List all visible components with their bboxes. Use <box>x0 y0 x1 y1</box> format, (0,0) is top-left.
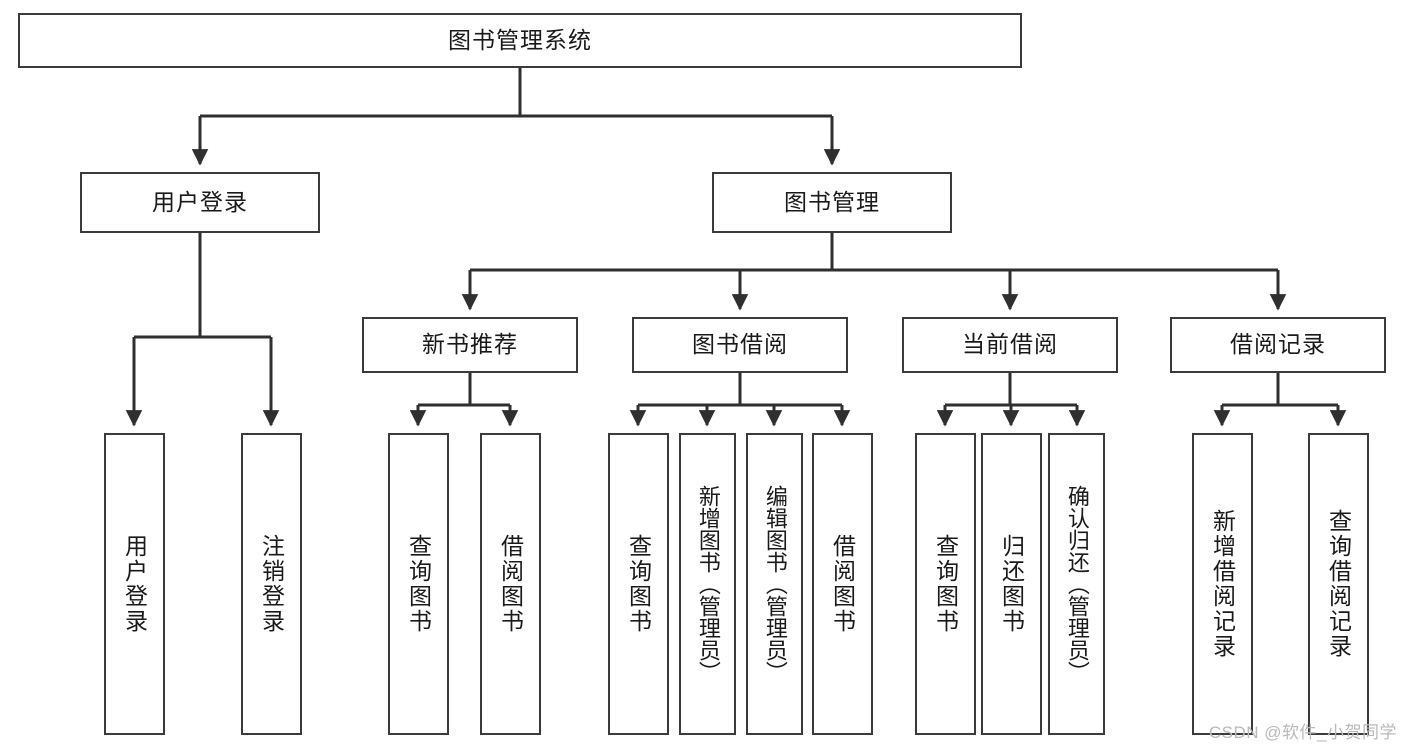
leaf-query-borrow-record-label: 查询借阅记录 <box>1325 509 1352 659</box>
leaf-query-book-recommend-label: 查询图书 <box>405 534 432 634</box>
leaf-query-book-borrow[interactable]: 查询图书 <box>608 433 669 735</box>
leaf-logout[interactable]: 注销登录 <box>241 433 302 735</box>
node-borrow-record-label: 借阅记录 <box>1230 331 1326 358</box>
leaf-edit-book-admin-label: 编辑图书（管理员） <box>762 485 788 683</box>
leaf-borrow-book-recommend-label: 借阅图书 <box>497 534 524 634</box>
leaf-return-book-label: 归还图书 <box>998 534 1025 634</box>
leaf-add-borrow-record-label: 新增借阅记录 <box>1209 509 1236 659</box>
node-current-borrow-label: 当前借阅 <box>962 331 1058 358</box>
leaf-query-book-current[interactable]: 查询图书 <box>915 433 976 735</box>
node-user-login[interactable]: 用户登录 <box>80 172 320 233</box>
watermark: CSDN @软件_小贺同学 <box>1208 723 1397 742</box>
leaf-query-book-recommend[interactable]: 查询图书 <box>388 433 449 735</box>
leaf-confirm-return-admin[interactable]: 确认归还（管理员） <box>1048 433 1105 735</box>
node-new-book-recommend[interactable]: 新书推荐 <box>362 317 578 373</box>
leaf-logout-label: 注销登录 <box>258 534 285 634</box>
leaf-query-book-current-label: 查询图书 <box>932 534 959 634</box>
leaf-borrow-book-label: 借阅图书 <box>829 534 856 634</box>
leaf-add-book-admin[interactable]: 新增图书（管理员） <box>679 433 736 735</box>
leaf-borrow-book[interactable]: 借阅图书 <box>812 433 873 735</box>
leaf-return-book[interactable]: 归还图书 <box>981 433 1042 735</box>
leaf-query-book-borrow-label: 查询图书 <box>625 534 652 634</box>
node-book-borrow-label: 图书借阅 <box>692 331 788 358</box>
node-book-management-label: 图书管理 <box>784 188 880 215</box>
node-user-login-label: 用户登录 <box>152 188 248 215</box>
leaf-add-book-admin-label: 新增图书（管理员） <box>695 485 721 683</box>
node-root-label: 图书管理系统 <box>448 26 592 53</box>
leaf-user-login[interactable]: 用户登录 <box>104 433 165 735</box>
node-current-borrow[interactable]: 当前借阅 <box>902 317 1118 373</box>
leaf-edit-book-admin[interactable]: 编辑图书（管理员） <box>746 433 803 735</box>
leaf-query-borrow-record[interactable]: 查询借阅记录 <box>1308 433 1369 735</box>
leaf-add-borrow-record[interactable]: 新增借阅记录 <box>1192 433 1253 735</box>
node-book-borrow[interactable]: 图书借阅 <box>632 317 848 373</box>
node-root[interactable]: 图书管理系统 <box>18 13 1022 68</box>
node-borrow-record[interactable]: 借阅记录 <box>1170 317 1386 373</box>
leaf-borrow-book-recommend[interactable]: 借阅图书 <box>480 433 541 735</box>
node-book-management[interactable]: 图书管理 <box>712 172 952 233</box>
node-new-book-recommend-label: 新书推荐 <box>422 331 518 358</box>
leaf-confirm-return-admin-label: 确认归还（管理员） <box>1064 485 1090 683</box>
leaf-user-login-label: 用户登录 <box>121 534 148 634</box>
